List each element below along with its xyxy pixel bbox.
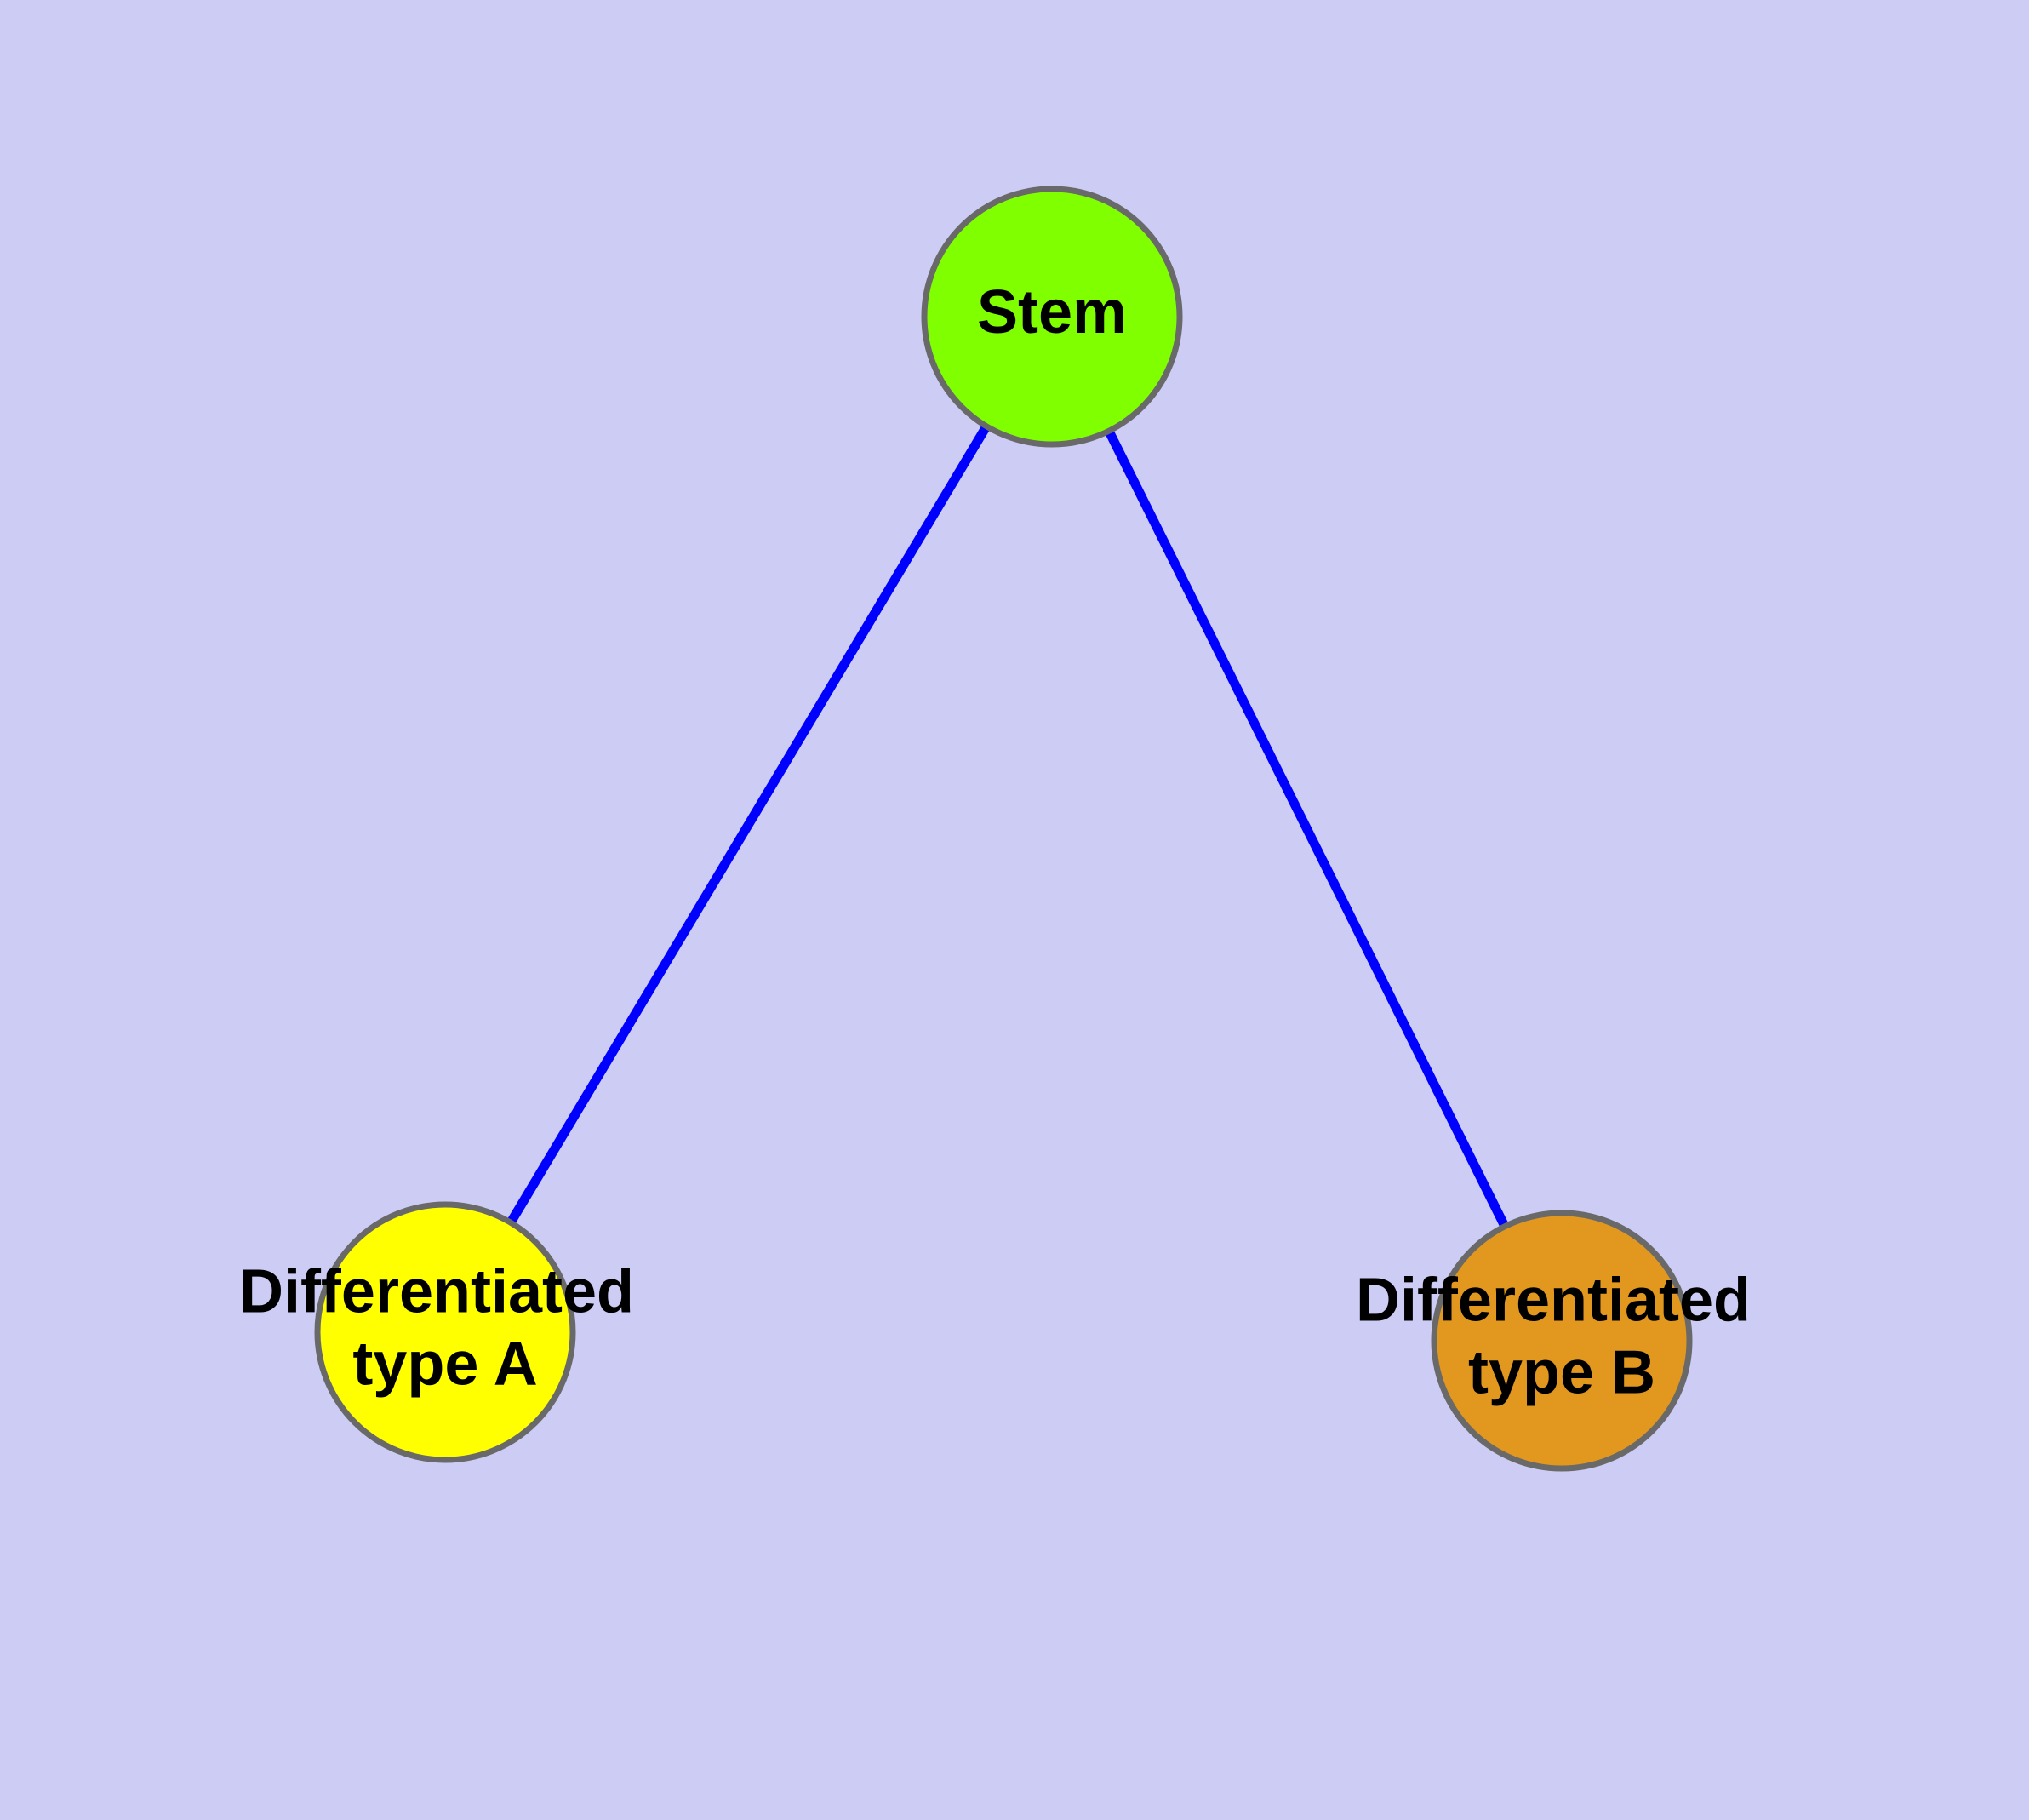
node-diff-b-label-line-1: Differentiated [1356,1267,1751,1335]
node-stem-label-line-1: Stem [977,278,1127,346]
node-diff-a-circle[interactable] [314,1201,576,1463]
node-diff-a-label: Differentiated type A [239,1258,651,1399]
edge-layer [500,412,1516,1241]
edge-stem-to-diff-b[interactable] [1098,416,1516,1241]
node-layer [314,186,1693,1472]
node-diff-b-circle[interactable] [1431,1210,1693,1472]
node-diff-b[interactable] [1431,1210,1693,1472]
node-diff-b-label-line-2: type B [1468,1338,1655,1406]
node-diff-b-label: Differentiated type B [1356,1267,1768,1407]
node-diff-a-label-line-1: Differentiated [239,1258,634,1326]
node-stem-label: Stem [977,278,1127,346]
edge-stem-to-diff-a[interactable] [500,412,997,1237]
label-layer: Stem Differentiated type A Differentiate… [239,278,1768,1407]
node-stem-circle[interactable] [921,186,1183,448]
node-diff-a-label-line-2: type A [352,1330,537,1398]
node-diff-a[interactable] [314,1201,576,1463]
node-stem[interactable] [921,186,1183,448]
